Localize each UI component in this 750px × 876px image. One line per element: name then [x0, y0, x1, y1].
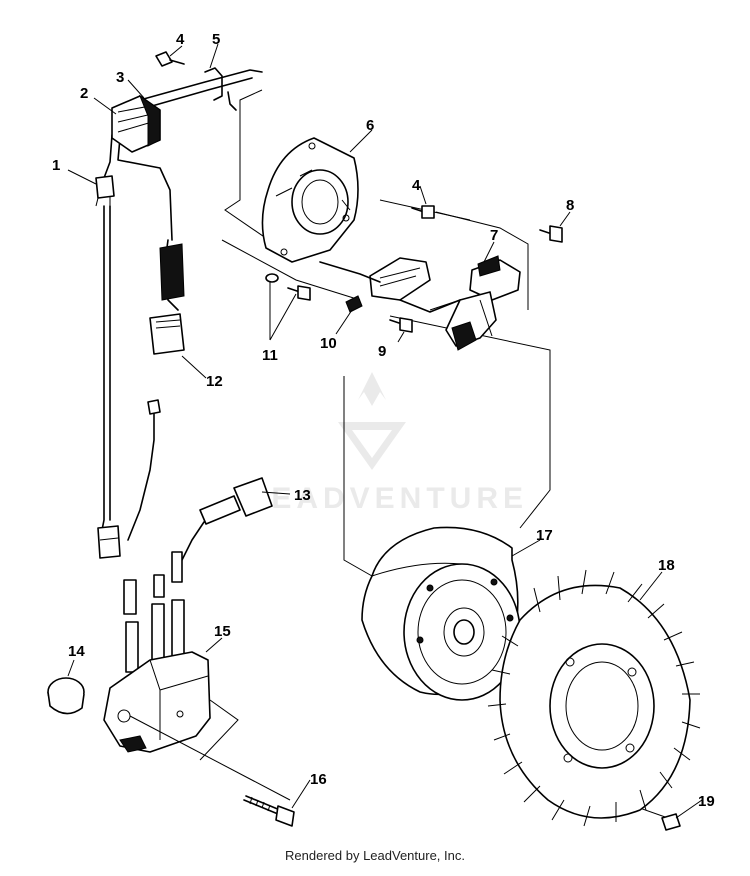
callout-16: 16 [310, 771, 327, 788]
callout-17: 17 [536, 527, 553, 544]
callout-3: 3 [116, 69, 124, 86]
regulator [111, 94, 161, 153]
watermark-text: LEADVENTURE [248, 482, 528, 515]
callout-10: 10 [320, 335, 337, 352]
callout-4a: 4 [176, 31, 185, 48]
callout-15: 15 [214, 623, 231, 640]
callout-14: 14 [68, 643, 85, 660]
callout-9: 9 [378, 343, 386, 360]
screws [155, 51, 681, 831]
footer-credit: Rendered by LeadVenture, Inc. [285, 848, 465, 863]
pulser-coil [319, 257, 461, 313]
watermark-logo: LEADVENTURE [248, 372, 528, 515]
callout-19: 19 [698, 793, 715, 810]
callout-1: 1 [52, 157, 60, 174]
screw-11 [265, 273, 311, 301]
cooling-fan [487, 569, 701, 827]
kill-lead [97, 399, 161, 559]
bolt-16 [243, 795, 295, 827]
flywheel-rotor [361, 526, 521, 701]
ignition-coil [103, 551, 211, 753]
callout-leaders [67, 43, 703, 819]
stator-plate [261, 137, 359, 263]
callout-5: 5 [212, 31, 220, 48]
callout-6: 6 [366, 117, 374, 134]
callout-2: 2 [80, 85, 88, 102]
lighting-coil [445, 255, 521, 351]
connector-1 [95, 175, 115, 207]
callout-12: 12 [206, 373, 223, 390]
callout-11: 11 [262, 347, 278, 364]
callout-13: 13 [294, 487, 311, 504]
callout-8: 8 [566, 197, 574, 214]
callout-labels: 1 2 3 4 4 5 6 7 8 9 10 11 12 13 14 15 16… [52, 31, 715, 810]
screw-19 [661, 813, 681, 831]
screw-4a [155, 51, 185, 67]
spark-plug-cap [181, 477, 273, 561]
callout-7: 7 [490, 227, 498, 244]
screw-9 [389, 317, 413, 333]
ground-wire [101, 205, 105, 531]
wire-harness [103, 67, 263, 241]
screw-8 [539, 225, 563, 243]
screw-4b [411, 205, 435, 219]
spacer-14 [47, 677, 85, 715]
callout-18: 18 [658, 557, 675, 574]
callout-4b: 4 [412, 177, 421, 194]
connector-12 [149, 239, 185, 355]
